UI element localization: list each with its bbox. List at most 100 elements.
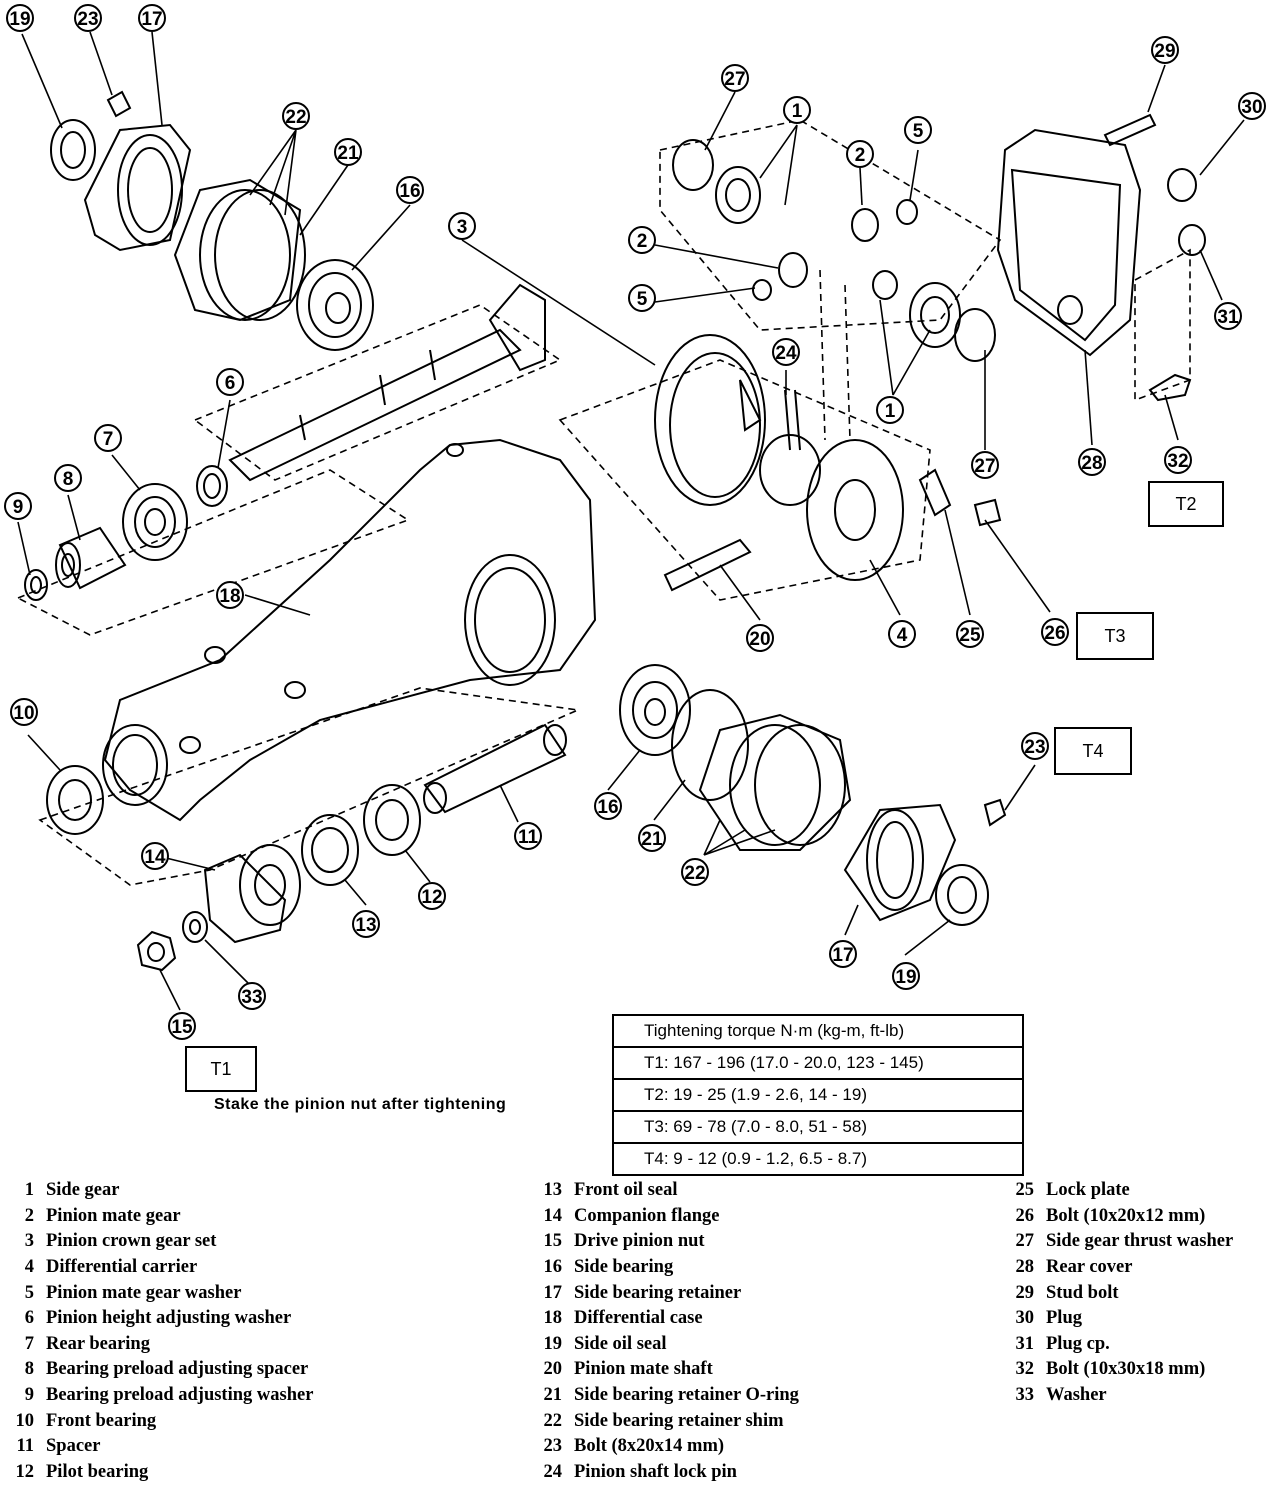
callout-circle [168,1012,196,1040]
legend-number: 10 [15,1410,35,1431]
callout-circle [772,338,800,366]
callout-circle [1214,302,1242,330]
callout-8: 27 [721,64,749,92]
callout-circle [141,842,169,870]
callout-40: 17 [829,940,857,968]
callout-16: 31 [1214,302,1242,330]
callout-circle [638,824,666,852]
callout-label: 14 [144,847,166,868]
bolt-26 [973,498,1002,527]
legend-number: 14 [543,1205,563,1226]
legend-label: Bolt (10x30x18 mm) [1046,1359,1206,1380]
callout-circle [4,492,32,520]
callout-12: 29 [1151,36,1179,64]
plug-30 [1167,168,1197,202]
rear-bearing [122,483,188,561]
side-gear-lower [872,270,961,348]
callout-label: 27 [724,69,745,90]
legend-number: 28 [1015,1257,1035,1278]
legend-number: 7 [24,1333,34,1354]
dashed-guides [16,119,1191,886]
side-bearing-retainer-shim-left [173,178,306,322]
front-oil-seal [301,814,359,886]
callout-label: 13 [355,915,376,936]
callout-label: 3 [457,217,468,238]
callout-label: 31 [1217,307,1239,328]
legend-label: Bearing preload adjusting washer [46,1385,314,1406]
legend-label: Differential case [574,1308,703,1329]
callout-circle [971,451,999,479]
callout-28: 25 [956,620,984,648]
legend-number: 17 [543,1282,563,1303]
legend-number: 11 [16,1436,34,1457]
legend-number: 22 [543,1410,563,1431]
callout-circle [783,96,811,124]
callout-32: 16 [594,792,622,820]
legend-label: Stud bolt [1046,1282,1119,1303]
callout-29: 26 [1041,618,1069,646]
companion-flange [203,844,301,944]
callout-label: 1 [792,101,803,122]
callout-circle [6,4,34,32]
legend-number: 4 [24,1257,34,1278]
callout-circle [138,4,166,32]
callout-circle [448,212,476,240]
callout-label: 5 [637,289,648,310]
callout-33: 21 [638,824,666,852]
callout-label: 19 [895,967,916,988]
legend-number: 23 [543,1436,563,1457]
callout-14: 2 [628,226,656,254]
callout-37: 14 [141,842,169,870]
o-ring-right [671,689,749,801]
callout-circle [1041,618,1069,646]
legend-label: Companion flange [574,1205,720,1226]
callout-17: 24 [772,338,800,366]
callout-circle [282,102,310,130]
callout-19: 27 [971,451,999,479]
callout-circle [238,982,266,1010]
legend-label: Side bearing retainer O-ring [574,1385,799,1406]
callout-circle [1078,448,1106,476]
callout-circle [1151,36,1179,64]
side-bearing-left [296,259,374,351]
legend-number: 25 [1015,1180,1035,1201]
callout-label: 16 [399,181,420,202]
callout-label: 29 [1154,41,1175,62]
callout-21: 32 [1164,446,1192,474]
callout-circle [956,620,984,648]
bolt-23-right [983,798,1007,827]
callout-label: 27 [974,456,995,477]
callout-circle [888,620,916,648]
lock-pin-24 [784,389,801,451]
legend-label: Differential carrier [46,1257,198,1278]
callout-label: 2 [855,145,866,166]
drive-pinion-shaft [228,283,546,482]
legend-number: 3 [24,1231,34,1252]
callout-label: 4 [897,625,908,646]
callout-label: 17 [832,945,853,966]
callout-label: 17 [141,9,162,30]
callout-label: 20 [749,629,770,650]
callout-6: 16 [396,176,424,204]
pilot-bearing [363,784,421,856]
callout-label: 15 [171,1017,193,1038]
callout-circle [54,464,82,492]
callout-label: 28 [1081,453,1102,474]
t2-box: T2 [1148,481,1224,527]
legend-number: 1 [24,1180,34,1201]
pinion-mate-upper [851,208,879,242]
callout-10: 2 [846,140,874,168]
callout-circle [216,581,244,609]
